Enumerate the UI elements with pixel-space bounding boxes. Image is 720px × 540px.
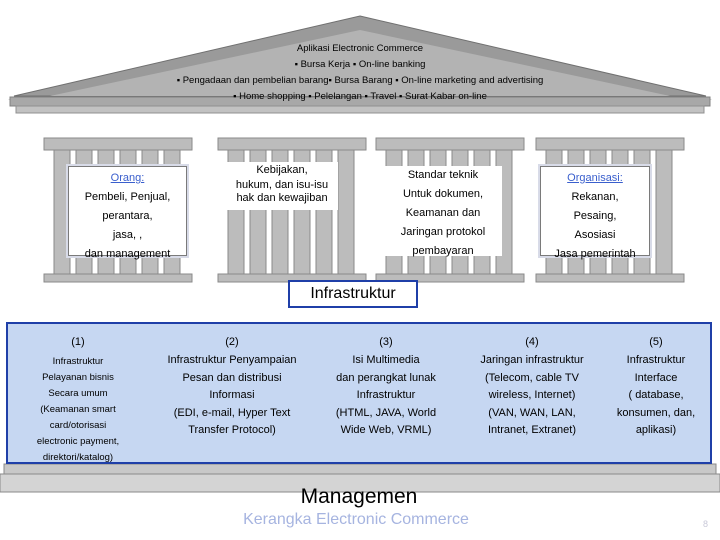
column-line: Infrastruktur Penyampaian <box>167 354 297 366</box>
pillar-box-people: Orang: Pembeli, Penjual, perantara, jasa… <box>68 166 187 260</box>
roof-inner <box>50 30 670 96</box>
column-number: (4) <box>525 336 539 348</box>
pillar-line: perantara, <box>102 210 153 222</box>
pillar-title: Orang: <box>110 172 145 184</box>
column-line: Intranet, Extranet) <box>487 424 577 436</box>
column-line: electronic payment, <box>36 436 120 447</box>
infra-column-1: (1) Infrastruktur Pelayanan bisnis Secar… <box>8 334 148 466</box>
floor-base <box>0 473 720 493</box>
roof-applications: Aplikasi Electronic Commerce ▪ Bursa Ker… <box>120 41 600 105</box>
column-line: card/otorisasi <box>49 420 107 431</box>
pillar-line: Asosiasi <box>574 229 616 241</box>
column-line: Transfer Protocol) <box>188 424 276 436</box>
column-line: aplikasi) <box>635 424 677 436</box>
column-line: Infrastruktur <box>52 356 104 367</box>
roof-line: ▪ Bursa Kerja ▪ On-line banking <box>294 59 426 70</box>
pillar-line: Jaringan protokol <box>400 226 486 238</box>
column-line: Secara umum <box>48 388 108 399</box>
pillar-box-standards: Standar teknik Untuk dokumen, Keamanan d… <box>384 166 502 257</box>
column-line: Pesan dan distribusi <box>182 371 282 384</box>
roof-line: ▪ Pengadaan dan pembelian barang▪ Bursa … <box>176 75 544 86</box>
column-line: wireless, Internet) <box>488 389 576 401</box>
pillar-line: Pesaing, <box>573 210 617 222</box>
infra-column-3: (3) Isi Multimedia dan perangkat lunak I… <box>314 334 458 440</box>
pillar-line: hukum, dan isu-isu <box>235 179 329 191</box>
roof-line: Aplikasi Electronic Commerce <box>296 43 424 54</box>
column-line: Interface <box>634 371 678 384</box>
page-number: 8 <box>703 519 709 529</box>
pillar-line: Jasa pemerintah <box>554 248 636 260</box>
pillar-title: Organisasi: <box>567 172 623 184</box>
pillar-group-2 <box>217 137 367 283</box>
column-line: (Telecom, cable TV <box>485 371 579 384</box>
column-line: Infrastruktur <box>356 389 416 401</box>
column-line: (EDI, e-mail, Hyper Text <box>173 406 291 419</box>
column-line: (Keamanan smart <box>40 404 116 415</box>
management-label: Managemen <box>300 485 418 508</box>
column-line: dan perangkat lunak <box>336 371 436 384</box>
pillar-line: Keamanan dan <box>405 207 481 219</box>
infra-column-5: (5) Infrastruktur Interface ( database, … <box>602 334 710 440</box>
column-line: Jaringan infrastruktur <box>480 354 584 366</box>
column-line: Isi Multimedia <box>352 354 420 366</box>
column-line: (VAN, WAN, LAN, <box>488 406 576 419</box>
diagram-caption: Kerangka Electronic Commerce <box>243 511 469 528</box>
infrastructure-columns: (1) Infrastruktur Pelayanan bisnis Secar… <box>6 322 712 464</box>
column-line: Pelayanan bisnis <box>42 372 114 383</box>
column-line: Wide Web, VRML) <box>340 424 432 436</box>
pillar-line: Untuk dokumen, <box>402 188 484 200</box>
pillar-line: pembayaran <box>412 245 474 257</box>
pillar-line: Standar teknik <box>407 169 479 181</box>
column-line: Infrastruktur <box>626 354 686 366</box>
pillar-line: Rekanan, <box>571 191 619 203</box>
column-number: (5) <box>649 336 663 348</box>
pillar-line: hak dan kewajiban <box>236 192 328 204</box>
column-number: (1) <box>71 336 85 348</box>
entablature-2 <box>15 105 705 114</box>
pillar-line: dan management <box>84 248 171 260</box>
pillar-line: Kebijakan, <box>256 164 308 176</box>
infra-column-4: (4) Jaringan infrastruktur (Telecom, cab… <box>460 334 604 440</box>
column-line: konsumen, dan, <box>616 406 696 419</box>
pillar-box-policy: Kebijakan, hukum, dan isu-isu hak dan ke… <box>226 162 338 210</box>
pillar-line: Pembeli, Penjual, <box>84 191 171 203</box>
pillar-line: jasa, , <box>112 229 143 241</box>
column-line: Informasi <box>209 389 255 401</box>
column-line: direktori/katalog) <box>42 452 114 463</box>
column-number: (3) <box>379 336 393 348</box>
infra-column-2: (2) Infrastruktur Penyampaian Pesan dan … <box>144 334 320 440</box>
roof-line: ▪ Home shopping ▪ Pelelangan ▪ Travel ▪ … <box>233 91 487 102</box>
column-line: (HTML, JAVA, World <box>335 406 437 419</box>
pillar-box-organization: Organisasi: Rekanan, Pesaing, Asosiasi J… <box>540 166 650 260</box>
infrastructure-label: Infrastruktur <box>288 280 418 308</box>
column-line: ( database, <box>628 389 684 401</box>
column-number: (2) <box>225 336 239 348</box>
